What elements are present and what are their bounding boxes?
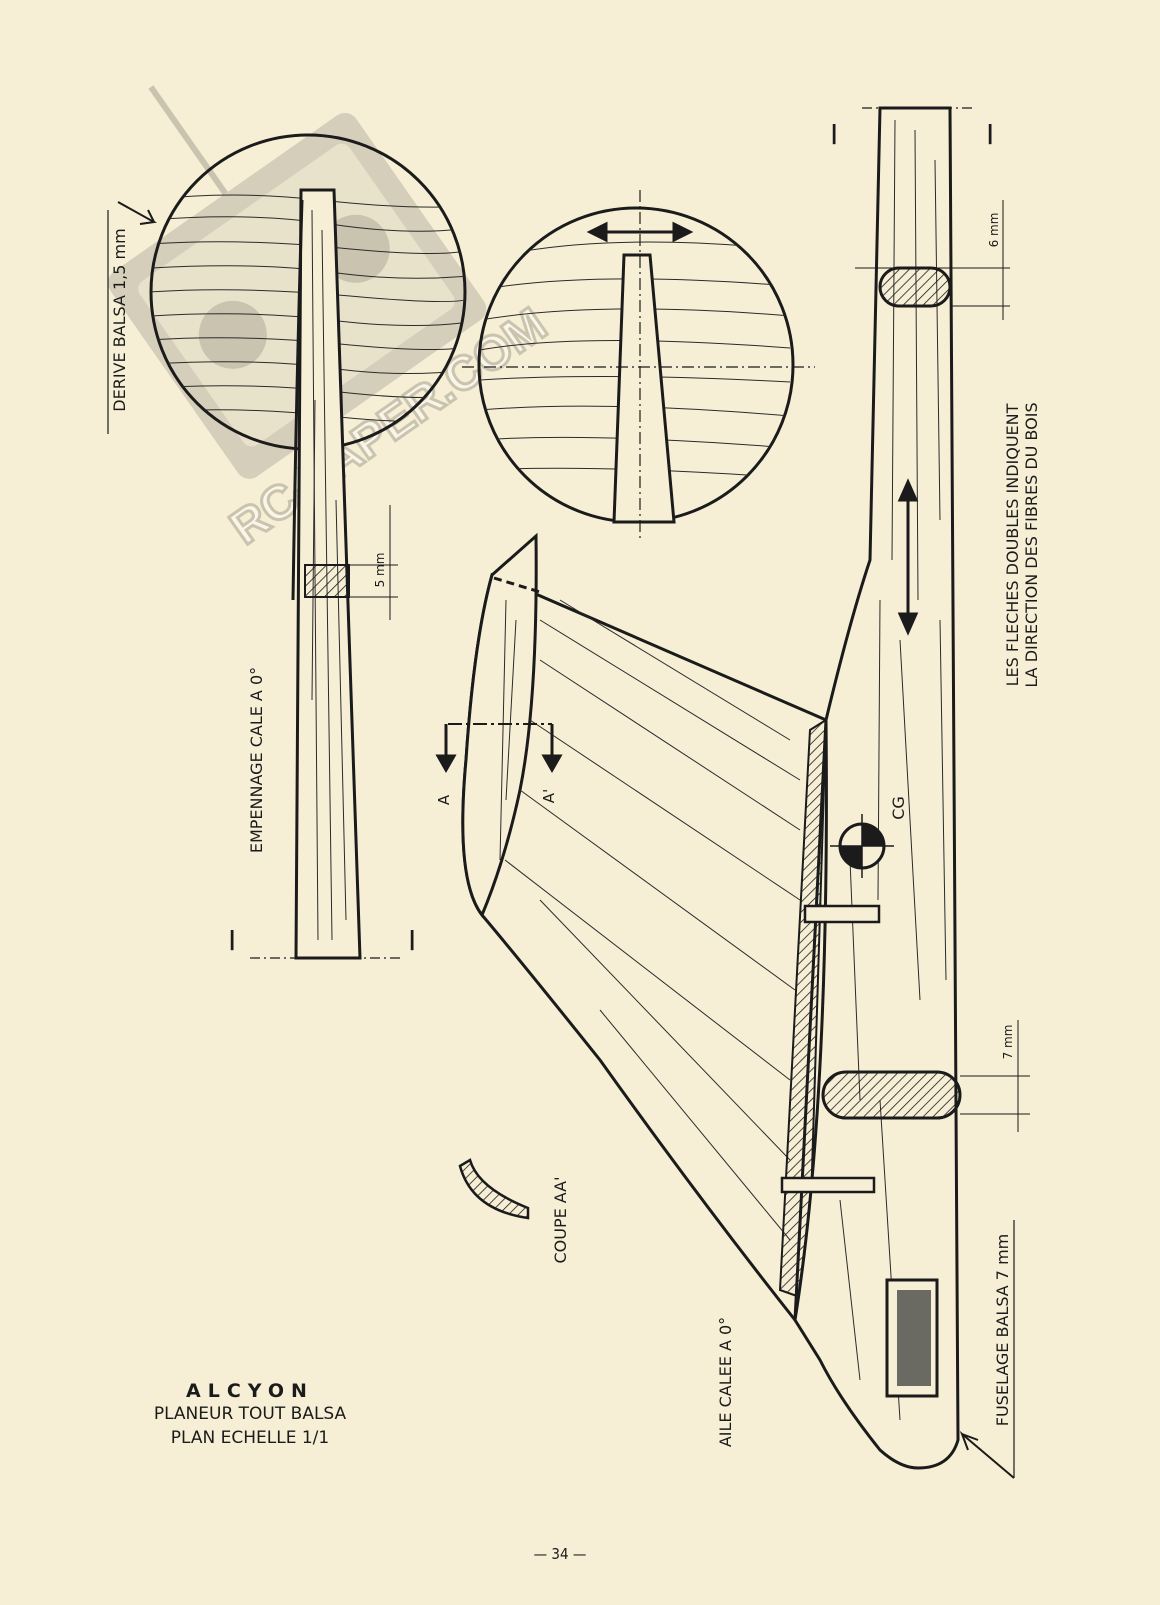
fin-drawing: 5 mm DERIVE BALSA 1,5 mm I I EMPENNAGE C… <box>107 133 467 960</box>
wing-dowel-2 <box>780 1176 876 1194</box>
fuselage-arrow <box>959 1430 1015 1479</box>
dimension-5mm-label: 5 mm <box>373 553 387 588</box>
wing-section-profile <box>458 1158 530 1220</box>
stabilizer-drawing <box>462 190 815 540</box>
wing-wood-grain <box>499 599 801 1241</box>
dimension-6mm-label: 6 mm <box>987 213 1001 248</box>
fuselage-slot-7mm <box>821 1070 962 1120</box>
watermark-logo: RC-PAPER.COM <box>108 85 558 557</box>
model-name: ALCYON <box>186 1380 314 1402</box>
dimension-7mm <box>960 1020 1030 1132</box>
tail-slot-hatch <box>304 564 350 598</box>
ballast-fill <box>897 1290 931 1386</box>
fin-arrow <box>117 201 158 225</box>
section-arrow-a-prime <box>541 724 563 774</box>
dimension-5mm <box>350 505 398 620</box>
model-scale: PLAN ECHELLE 1/1 <box>170 1428 330 1448</box>
wing-dowel-1 <box>803 904 881 924</box>
fuselage-slot-6mm <box>878 266 952 308</box>
section-label-a-prime: A' <box>540 789 558 803</box>
model-subtitle: PLANEUR TOUT BALSA <box>153 1404 347 1424</box>
stabilizer-slot <box>612 253 676 524</box>
wing-label: AILE CALEE A 0° <box>716 1317 735 1447</box>
stabilizer-grain-arrow <box>586 221 694 243</box>
fuselage-section-mark-right: I <box>986 118 994 151</box>
fuselage-grain-arrow <box>897 478 919 636</box>
section-mark-left: I <box>228 924 236 957</box>
fuselage-drawing: I I 6 mm <box>780 106 1041 1479</box>
dimension-6mm <box>855 200 1010 320</box>
dimension-7mm-label: 7 mm <box>1001 1025 1015 1060</box>
title-block: ALCYON PLANEUR TOUT BALSA PLAN ECHELLE 1… <box>80 1380 420 1450</box>
fin-label: DERIVE BALSA 1,5 mm <box>110 228 129 411</box>
section-mark-right: I <box>408 924 416 957</box>
grain-note-line1: LES FLECHES DOUBLES INDIQUENT <box>1003 403 1022 686</box>
wing-drawing: A A' COUPE AA' AILE CALEE A 0° <box>435 532 828 1447</box>
tailplane-label: EMPENNAGE CALE A 0° <box>247 667 266 853</box>
fuselage-label: FUSELAGE BALSA 7 mm <box>993 1234 1012 1426</box>
wing-root-hatch <box>778 718 828 1302</box>
wing-tip-rib <box>461 532 538 918</box>
cg-symbol <box>830 814 894 878</box>
wing-section-label: COUPE AA' <box>551 1176 570 1263</box>
section-arrow-a <box>435 724 457 774</box>
fuselage-section-mark-left: I <box>830 118 838 151</box>
cg-label: CG <box>889 796 908 820</box>
page-number: — 34 — <box>533 1545 587 1563</box>
grain-note-line2: LA DIRECTION DES FIBRES DU BOIS <box>1022 402 1041 687</box>
section-label-a: A <box>435 794 453 805</box>
